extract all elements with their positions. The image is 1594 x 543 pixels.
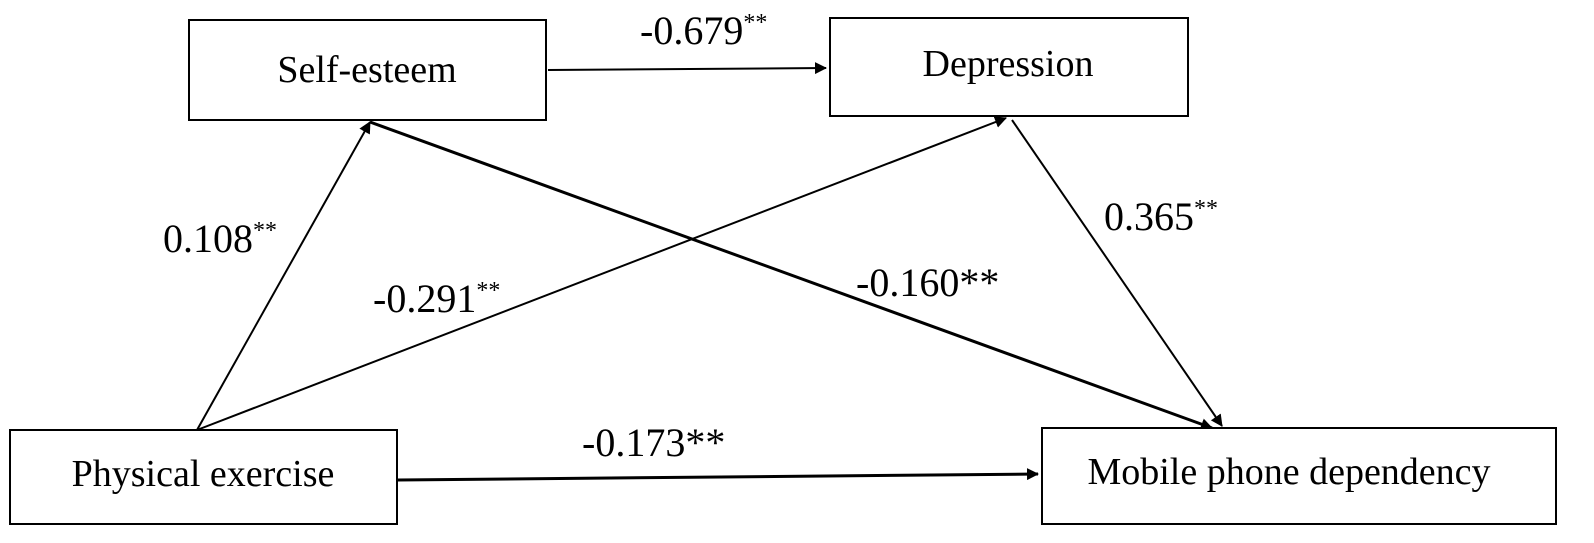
coef-depression-to-dependency: 0.365** [1104,194,1218,239]
arrow-self-esteem-to-depression [547,62,827,75]
coef-sig: ** [743,10,767,36]
arrow-exercise-to-dependency [397,468,1039,482]
coef-exercise-to-self-esteem: 0.108** [163,216,277,261]
coef-value: 0.108 [163,216,253,261]
arrow-exercise-to-self-esteem [196,121,371,431]
coef-value: 0.365 [1104,194,1194,239]
coef-value: -0.291 [373,276,476,321]
node-self-esteem: Self-esteem [188,19,547,121]
coef-sig: ** [685,420,725,465]
node-physical-exercise-label: Physical exercise [72,453,335,495]
coef-sig: ** [253,218,277,244]
node-mobile-phone-dependency: Mobile phone dependency [1041,427,1557,525]
node-mobile-phone-dependency-label: Mobile phone dependency [1087,451,1490,493]
coef-sig: ** [476,278,500,304]
coef-value: -0.160 [856,260,959,305]
coef-exercise-to-depression: -0.291** [373,276,500,321]
coef-value: -0.679 [640,8,743,53]
node-depression: Depression [829,17,1189,117]
arrow-self-esteem-to-dependency [369,120,1213,430]
coef-sig: ** [1194,196,1218,222]
coef-sig: ** [959,260,999,305]
node-depression-label: Depression [923,43,1094,85]
coef-exercise-to-dependency: -0.173** [582,420,725,465]
node-self-esteem-label: Self-esteem [277,49,456,91]
node-physical-exercise: Physical exercise [9,429,398,525]
coef-self-esteem-to-depression: -0.679** [640,8,767,53]
coef-self-esteem-to-dependency: -0.160** [856,260,999,305]
arrow-exercise-to-depression [196,116,1007,431]
arrow-depression-to-dependency [1011,119,1223,427]
coef-value: -0.173 [582,420,685,465]
